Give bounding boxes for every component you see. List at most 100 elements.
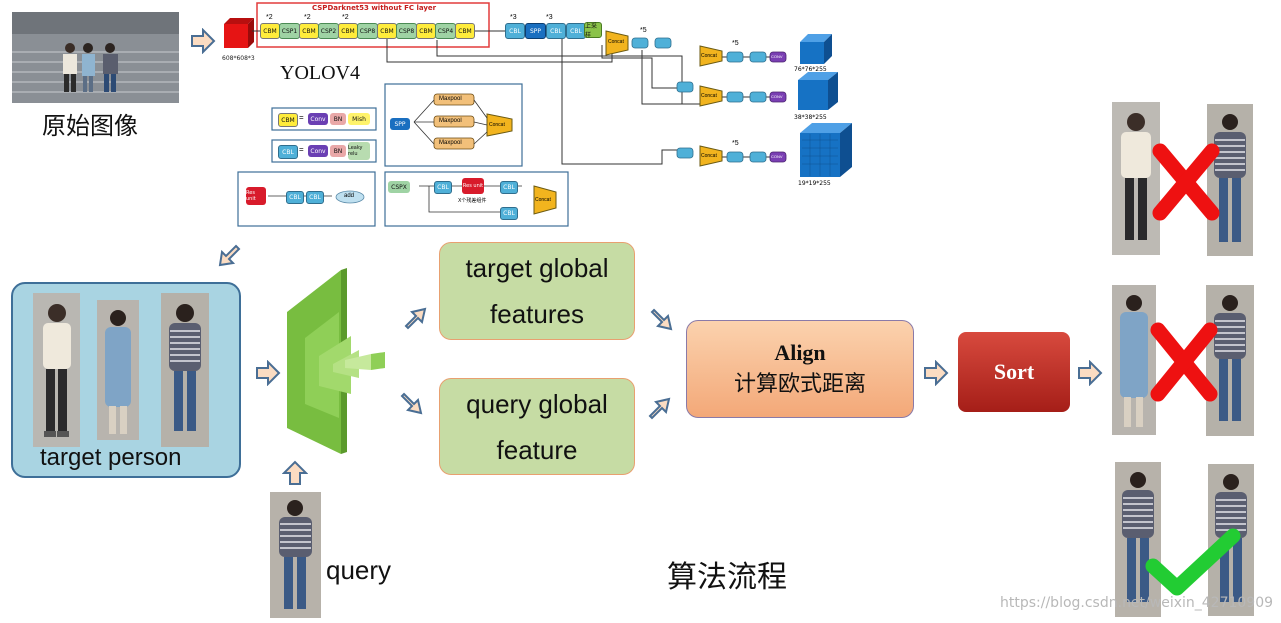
- concat-label-3: Concat: [701, 93, 717, 99]
- result1-photo-a: [1112, 102, 1160, 255]
- block-cbm-2: CBM: [299, 23, 319, 39]
- mismatch-x-icon: [1150, 322, 1218, 402]
- mult-7: *5: [732, 40, 739, 47]
- query-global-feature-box: query global feature: [439, 378, 635, 475]
- block-spp: SPP: [525, 23, 546, 39]
- legend-cbl-conv: Conv: [308, 145, 328, 157]
- block-cbl-3: CBL: [566, 23, 586, 39]
- output-size-76: 76*76*255: [794, 66, 827, 73]
- block-csp2: CSP2: [318, 23, 339, 39]
- arrow-up-icon: [282, 460, 308, 485]
- match-check-icon: [1145, 528, 1241, 596]
- arrow-up-right-icon: [648, 397, 671, 420]
- legend-cspx-cbl-2: CBL: [500, 181, 518, 194]
- arrow-right-icon: [924, 360, 949, 386]
- align-subtitle: 计算欧式距离: [733, 372, 866, 397]
- block-cbl-2: CBL: [546, 23, 566, 39]
- arrow-down-right-icon: [650, 308, 673, 331]
- neck-conv-3: CONV: [771, 154, 783, 159]
- watermark: https://blog.csdn.net/weixin_42710909: [1000, 595, 1274, 611]
- align-box: Align 计算欧式距离: [686, 320, 914, 418]
- legend-cbm-bn: BN: [330, 113, 346, 125]
- cnn-network: [287, 268, 385, 454]
- result2-photo-a: [1112, 285, 1156, 435]
- legend-cbm: CBM: [278, 113, 298, 127]
- result1-photo-b: [1207, 104, 1253, 256]
- block-cbl-1: CBL: [505, 23, 525, 39]
- neck-conv-1: CONV: [771, 54, 783, 59]
- arrow-up-right-icon: [404, 307, 427, 330]
- target-photo-2: [97, 300, 139, 440]
- block-cbm-4: CBM: [377, 23, 397, 39]
- yolo-label: YOLOV4: [280, 62, 360, 84]
- legend-cspx-cbl-3: CBL: [500, 207, 518, 220]
- query-global-line1: query global: [466, 388, 608, 419]
- legend-cspx: CSPX: [388, 181, 410, 193]
- arrow-right-icon: [191, 28, 216, 54]
- block-csp4: CSP4: [435, 23, 456, 39]
- target-global-features-box: target global features: [439, 242, 635, 340]
- legend-res-unit: Res unit: [246, 187, 266, 205]
- arrow-right-icon: [1078, 360, 1103, 386]
- legend-x-res: X个残差组件: [458, 198, 487, 204]
- legend-cbl-leaky: Leaky relu: [348, 142, 370, 160]
- neck-conv-2: CONV: [771, 94, 783, 99]
- block-cbm-1: CBM: [260, 23, 280, 39]
- concat-label-4: Concat: [701, 153, 717, 159]
- legend-cbm-eq: =: [299, 113, 304, 122]
- block-cbm-6: CBM: [455, 23, 475, 39]
- backbone-title: CSPDarknet53 without FC layer: [312, 4, 437, 12]
- legend-cbl: CBL: [278, 145, 298, 159]
- concat-label-1: Concat: [608, 39, 624, 45]
- query-label: query: [326, 555, 392, 585]
- output-size-38: 38*38*255: [794, 114, 827, 121]
- target-photo-3: [161, 293, 209, 447]
- legend-res-cbl-2: CBL: [306, 191, 324, 204]
- target-global-line1: target global: [465, 253, 609, 283]
- algorithm-flow-title: 算法流程: [667, 560, 787, 595]
- mult-3: *2: [342, 14, 349, 21]
- legend-maxpool-2: Maxpool: [439, 118, 462, 124]
- legend-res-cbl-1: CBL: [286, 191, 304, 204]
- sort-label: Sort: [993, 359, 1035, 384]
- block-cbm-5: CBM: [416, 23, 436, 39]
- legend-cbm-mish: Mish: [348, 113, 370, 125]
- mult-2: *2: [304, 14, 311, 21]
- align-title: Align: [774, 340, 826, 365]
- legend-spp-concat: Concat: [489, 122, 505, 128]
- legend-maxpool-3: Maxpool: [439, 140, 462, 146]
- arrow-down-right-icon: [400, 392, 423, 415]
- block-cbm-3: CBM: [338, 23, 358, 39]
- block-csp8-b: CSP8: [396, 23, 417, 39]
- legend-add: add: [344, 193, 355, 199]
- arrow-down-left-icon: [218, 244, 241, 267]
- mismatch-x-icon: [1152, 143, 1220, 221]
- legend-cspx-cbl-1: CBL: [434, 181, 452, 194]
- original-photo: [12, 12, 179, 103]
- legend-cspx-res: Res unit: [462, 178, 484, 194]
- target-global-line2: features: [490, 299, 584, 329]
- sort-box: Sort: [958, 332, 1070, 412]
- result2-photo-b: [1206, 285, 1254, 436]
- result3-photo-a: [1115, 462, 1161, 617]
- concat-label-2: Concat: [701, 53, 717, 59]
- block-csp1: CSP1: [279, 23, 300, 39]
- legend-cspx-concat: Concat: [535, 197, 551, 203]
- original-image-label: 原始图像: [42, 112, 138, 140]
- target-person-label: target person: [40, 444, 182, 471]
- output-size-19: 19*19*255: [798, 180, 831, 187]
- query-global-line2: feature: [496, 434, 578, 465]
- legend-cbl-eq: =: [299, 145, 304, 154]
- legend-spp: SPP: [390, 118, 410, 130]
- mult-4: *3: [510, 14, 517, 21]
- legend-maxpool-1: Maxpool: [439, 96, 462, 102]
- block-csp8-a: CSP8: [357, 23, 378, 39]
- mult-8: *5: [732, 140, 739, 147]
- legend-cbm-conv: Conv: [308, 113, 328, 125]
- mult-5: *3: [546, 14, 553, 21]
- mult-1: *2: [266, 14, 273, 21]
- query-photo: [270, 492, 321, 618]
- arrow-right-icon: [256, 360, 281, 386]
- mult-6: *5: [640, 27, 647, 34]
- input-size-label: 608*608*3: [222, 55, 255, 62]
